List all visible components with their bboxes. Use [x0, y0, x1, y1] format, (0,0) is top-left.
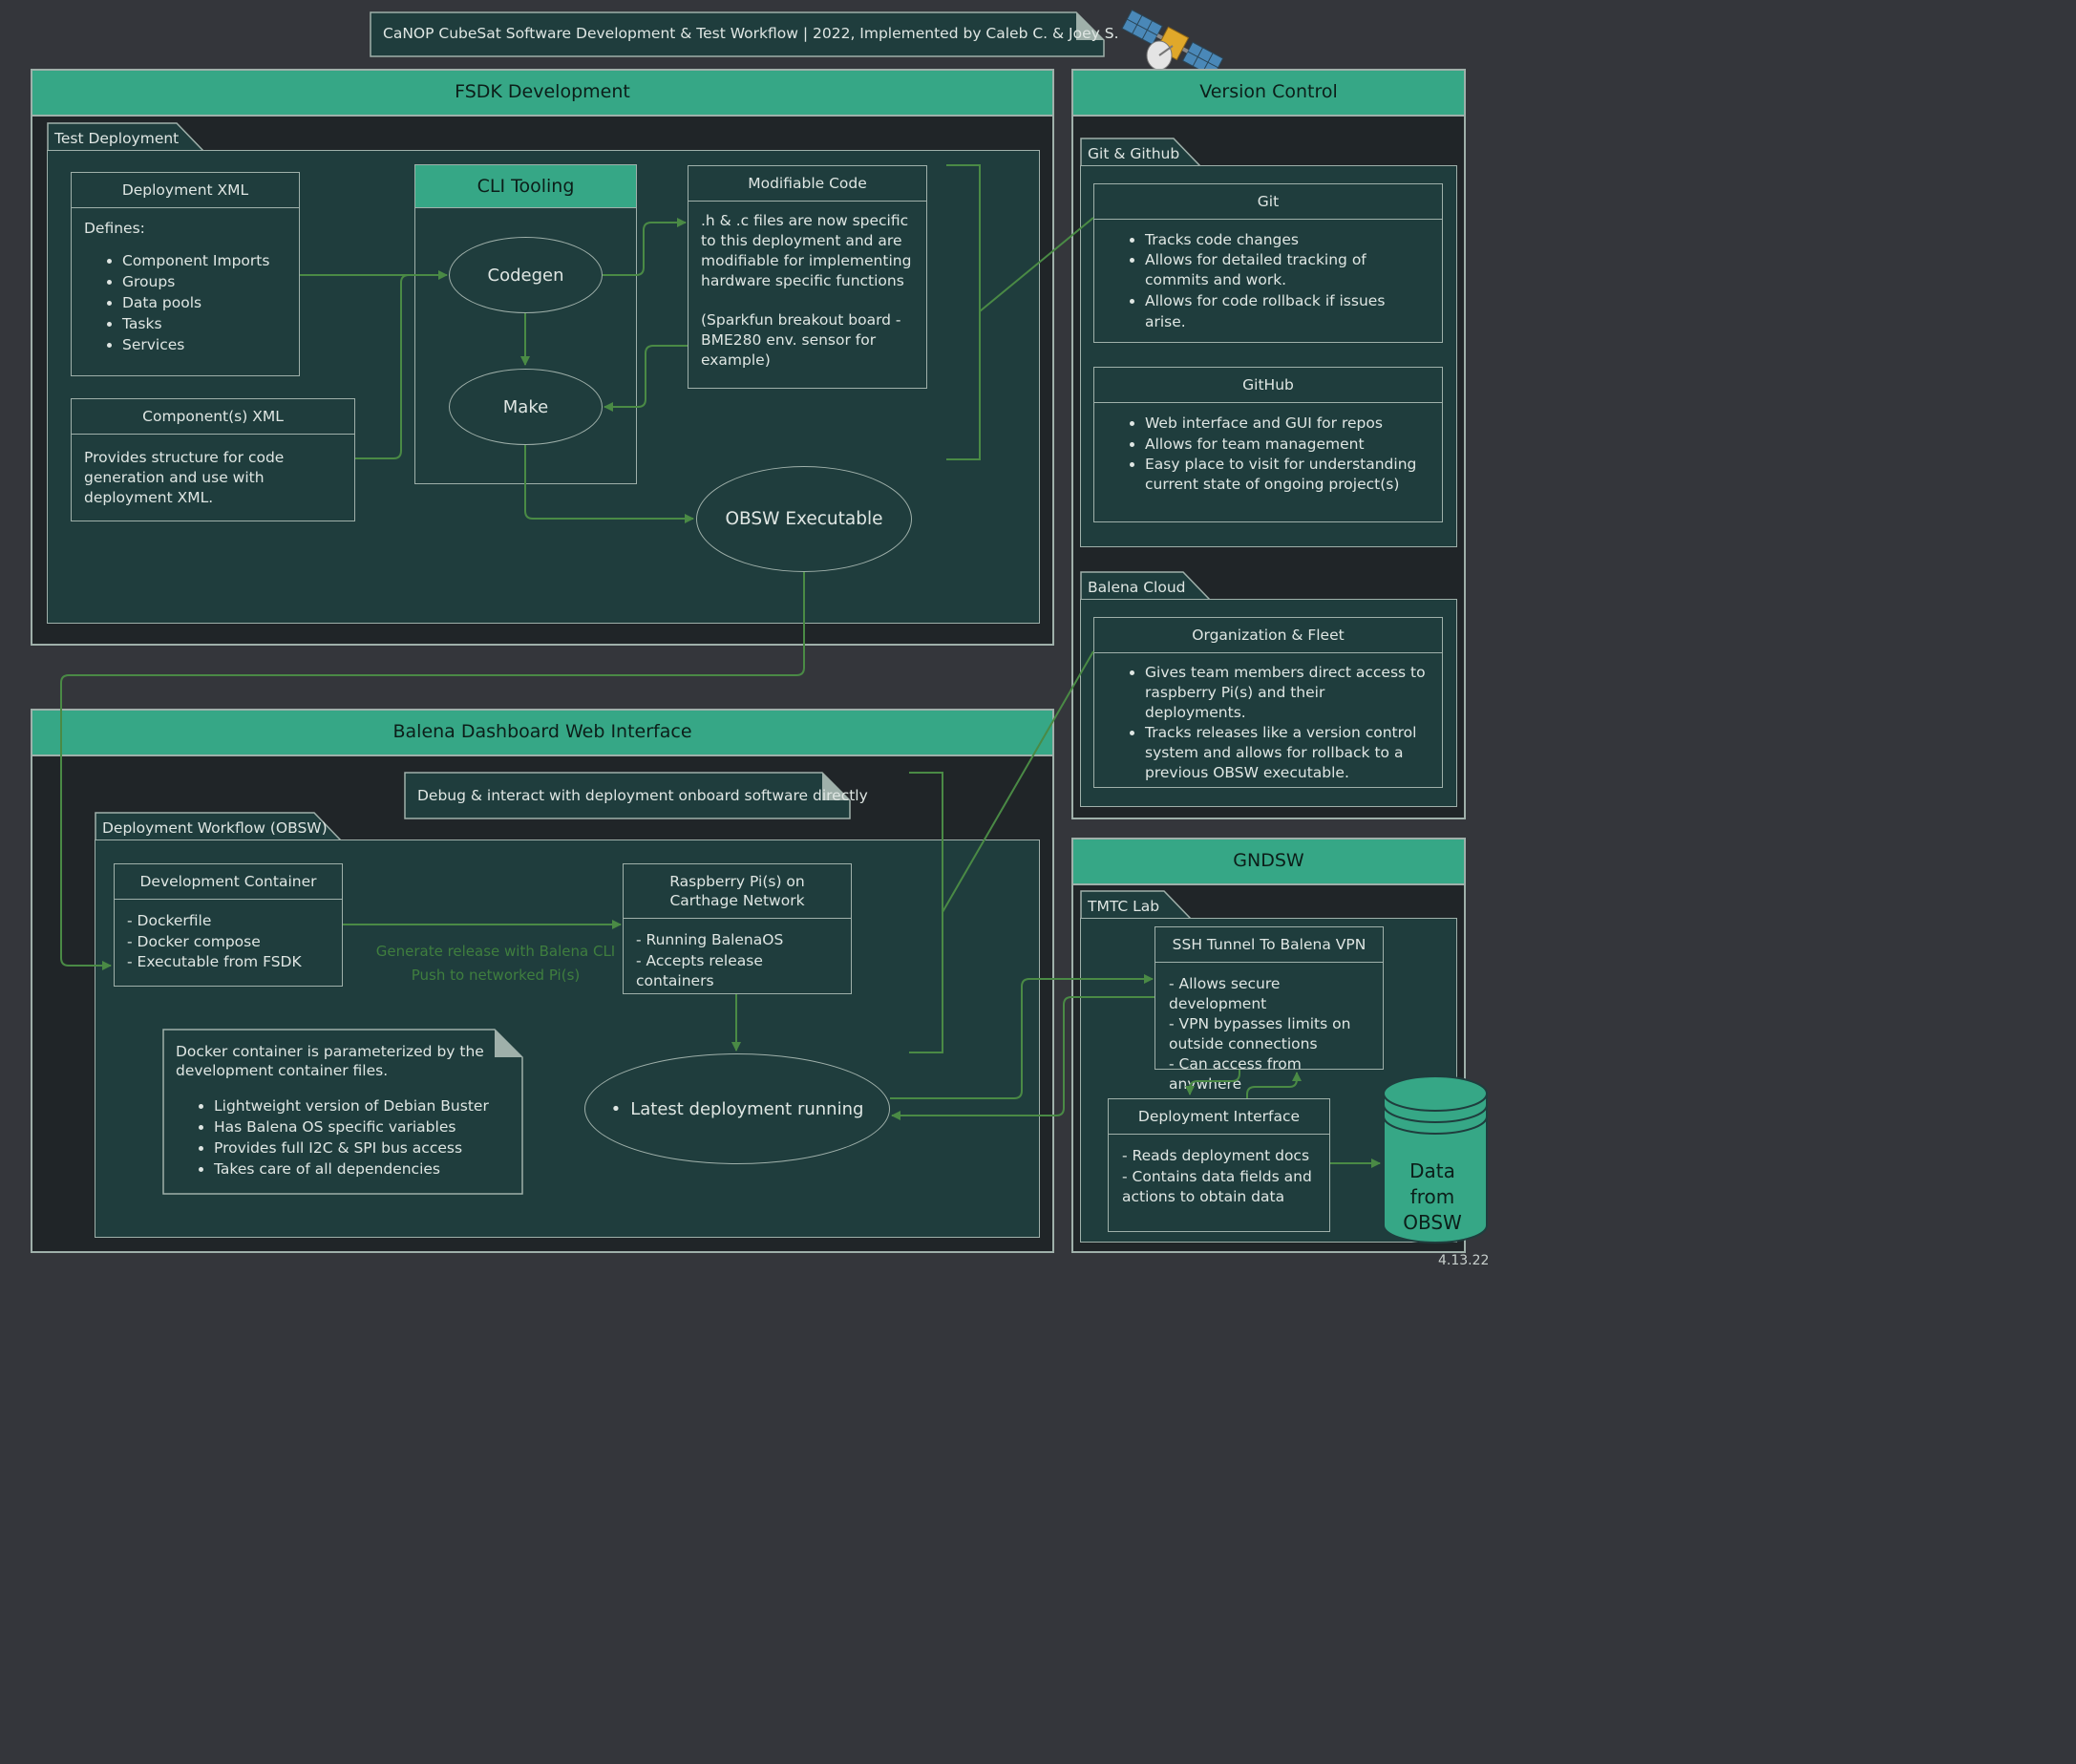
ssh-tunnel-title: SSH Tunnel To Balena VPN	[1155, 927, 1383, 963]
make-node[interactable]: Make	[449, 369, 603, 445]
organization-fleet-list: Gives team members direct access to rasp…	[1107, 663, 1430, 783]
deployment-interface-title: Deployment Interface	[1109, 1099, 1329, 1135]
modifiable-code-text: .h & .c files are now specific to this d…	[701, 212, 912, 289]
tmtc-lab-label: TMTC Lab	[1088, 898, 1160, 915]
test-deployment-label: Test Deployment	[54, 130, 180, 147]
docker-note-shape	[162, 1029, 523, 1195]
github-body: Web interface and GUI for repos Allows f…	[1094, 403, 1442, 504]
balena-dashboard-header: Balena Dashboard Web Interface	[32, 711, 1052, 756]
data-store-line1: Data	[1409, 1159, 1455, 1182]
organization-fleet-body: Gives team members direct access to rasp…	[1094, 653, 1442, 793]
git-body: Tracks code changes Allows for detailed …	[1094, 220, 1442, 342]
list-item: Web interface and GUI for repos	[1145, 413, 1430, 434]
docker-note-intro: Docker container is parameterized by the…	[176, 1043, 484, 1079]
raspberry-pi-title: Raspberry Pi(s) on Carthage Network	[624, 864, 851, 919]
deployment-xml-intro: Defines:	[84, 220, 145, 237]
deployment-xml-body: Defines: Component Imports Groups Data p…	[72, 208, 299, 365]
list-item: - Reads deployment docs	[1122, 1147, 1310, 1164]
bullet-icon: •	[610, 1098, 622, 1119]
satellite-icon	[1121, 10, 1224, 76]
list-item: - Contains data fields and actions to ob…	[1122, 1167, 1312, 1206]
database-icon[interactable]: Data from OBSW	[1382, 1074, 1489, 1244]
version-control-header: Version Control	[1073, 71, 1464, 117]
raspberry-pi-body: - Running BalenaOS - Accepts release con…	[624, 919, 851, 1002]
latest-deployment-label: Latest deployment running	[630, 1098, 864, 1119]
docker-note-list: Lightweight version of Debian Buster Has…	[176, 1095, 491, 1180]
list-item: Services	[122, 334, 286, 355]
list-item: Allows for team management	[1145, 434, 1430, 455]
modifiable-code-node[interactable]: Modifiable Code .h & .c files are now sp…	[688, 165, 927, 389]
component-xml-node[interactable]: Component(s) XML Provides structure for …	[71, 398, 355, 521]
development-container-node[interactable]: Development Container - Dockerfile - Doc…	[114, 863, 343, 987]
list-item: Allows for code rollback if issues arise…	[1145, 290, 1430, 332]
cli-tooling-title: CLI Tooling	[415, 165, 636, 208]
list-item: - VPN bypasses limits on outside connect…	[1169, 1015, 1351, 1052]
organization-fleet-title: Organization & Fleet	[1094, 618, 1442, 653]
development-container-body: - Dockerfile - Docker compose - Executab…	[115, 900, 342, 983]
deployment-interface-body: - Reads deployment docs - Contains data …	[1109, 1135, 1329, 1220]
docker-note-body: Docker container is parameterized by the…	[176, 1042, 491, 1180]
deployment-xml-node[interactable]: Deployment XML Defines: Component Import…	[71, 172, 300, 376]
balena-cloud-label: Balena Cloud	[1088, 579, 1186, 596]
list-item: - Docker compose	[127, 932, 261, 950]
latest-deployment-node[interactable]: • Latest deployment running	[584, 1053, 890, 1164]
list-item: Easy place to visit for understanding cu…	[1145, 455, 1430, 495]
fsdk-development-header: FSDK Development	[32, 71, 1052, 117]
list-item: - Dockerfile	[127, 912, 212, 929]
data-store-line2: from	[1410, 1185, 1455, 1208]
deployment-xml-list: Component Imports Groups Data pools Task…	[84, 250, 286, 355]
component-xml-title: Component(s) XML	[72, 399, 354, 435]
list-item: Takes care of all dependencies	[214, 1158, 491, 1180]
list-item: Component Imports	[122, 250, 286, 271]
list-item: Tracks releases like a version control s…	[1145, 723, 1430, 783]
component-xml-body: Provides structure for code generation a…	[84, 449, 285, 506]
modifiable-code-example: (Sparkfun breakout board - BME280 env. s…	[701, 311, 901, 369]
git-node[interactable]: Git Tracks code changes Allows for detai…	[1093, 183, 1443, 343]
title-note: CaNOP CubeSat Software Development & Tes…	[370, 11, 1119, 57]
deployment-workflow-label: Deployment Workflow (OBSW)	[102, 819, 328, 837]
list-item: Has Balena OS specific variables	[214, 1116, 491, 1137]
github-list: Web interface and GUI for repos Allows f…	[1107, 413, 1430, 495]
list-item: - Can access from anywhere	[1169, 1055, 1302, 1093]
list-item: Lightweight version of Debian Buster	[214, 1095, 491, 1116]
modifiable-code-title: Modifiable Code	[688, 166, 926, 202]
list-item: Gives team members direct access to rasp…	[1145, 663, 1430, 723]
data-store-line3: OBSW	[1403, 1211, 1462, 1234]
ssh-tunnel-body: - Allows secure development - VPN bypass…	[1155, 963, 1383, 1106]
debug-note: Debug & interact with deployment onboard…	[404, 772, 868, 819]
list-item: Allows for detailed tracking of commits …	[1145, 250, 1430, 290]
list-item: Tasks	[122, 313, 286, 334]
deployment-interface-node[interactable]: Deployment Interface - Reads deployment …	[1108, 1098, 1330, 1232]
github-node[interactable]: GitHub Web interface and GUI for repos A…	[1093, 367, 1443, 522]
title-note-shape	[370, 11, 1105, 57]
list-item: - Accepts release containers	[636, 951, 763, 990]
gndsw-header: GNDSW	[1073, 839, 1464, 885]
debug-note-text: Debug & interact with deployment onboard…	[417, 787, 868, 804]
list-item: - Allows secure development	[1169, 975, 1281, 1012]
git-github-label: Git & Github	[1088, 145, 1180, 162]
list-item: - Executable from FSDK	[127, 953, 302, 970]
release-label-push: Push to networked Pi(s)	[411, 967, 581, 984]
codegen-node[interactable]: Codegen	[449, 237, 603, 313]
ssh-tunnel-node[interactable]: SSH Tunnel To Balena VPN - Allows secure…	[1155, 926, 1384, 1093]
diagram-title: CaNOP CubeSat Software Development & Tes…	[383, 25, 1119, 42]
list-item: Groups	[122, 271, 286, 292]
git-title: Git	[1094, 184, 1442, 220]
list-item: Data pools	[122, 292, 286, 313]
release-label-generate: Generate release with Balena CLI	[375, 943, 616, 960]
list-item: Tracks code changes	[1145, 229, 1430, 250]
modifiable-code-body: .h & .c files are now specific to this d…	[688, 202, 926, 380]
development-container-title: Development Container	[115, 864, 342, 900]
deployment-xml-title: Deployment XML	[72, 173, 299, 208]
obsw-executable-node[interactable]: OBSW Executable	[696, 466, 912, 572]
list-item: - Running BalenaOS	[636, 931, 784, 948]
git-list: Tracks code changes Allows for detailed …	[1107, 229, 1430, 332]
list-item: Provides full I2C & SPI bus access	[214, 1137, 491, 1158]
docker-container-note: Docker container is parameterized by the…	[162, 1029, 523, 1195]
organization-fleet-node[interactable]: Organization & Fleet Gives team members …	[1093, 617, 1443, 788]
version-date: 4.13.22	[1438, 1253, 1490, 1268]
github-title: GitHub	[1094, 368, 1442, 403]
raspberry-pi-node[interactable]: Raspberry Pi(s) on Carthage Network - Ru…	[623, 863, 852, 994]
